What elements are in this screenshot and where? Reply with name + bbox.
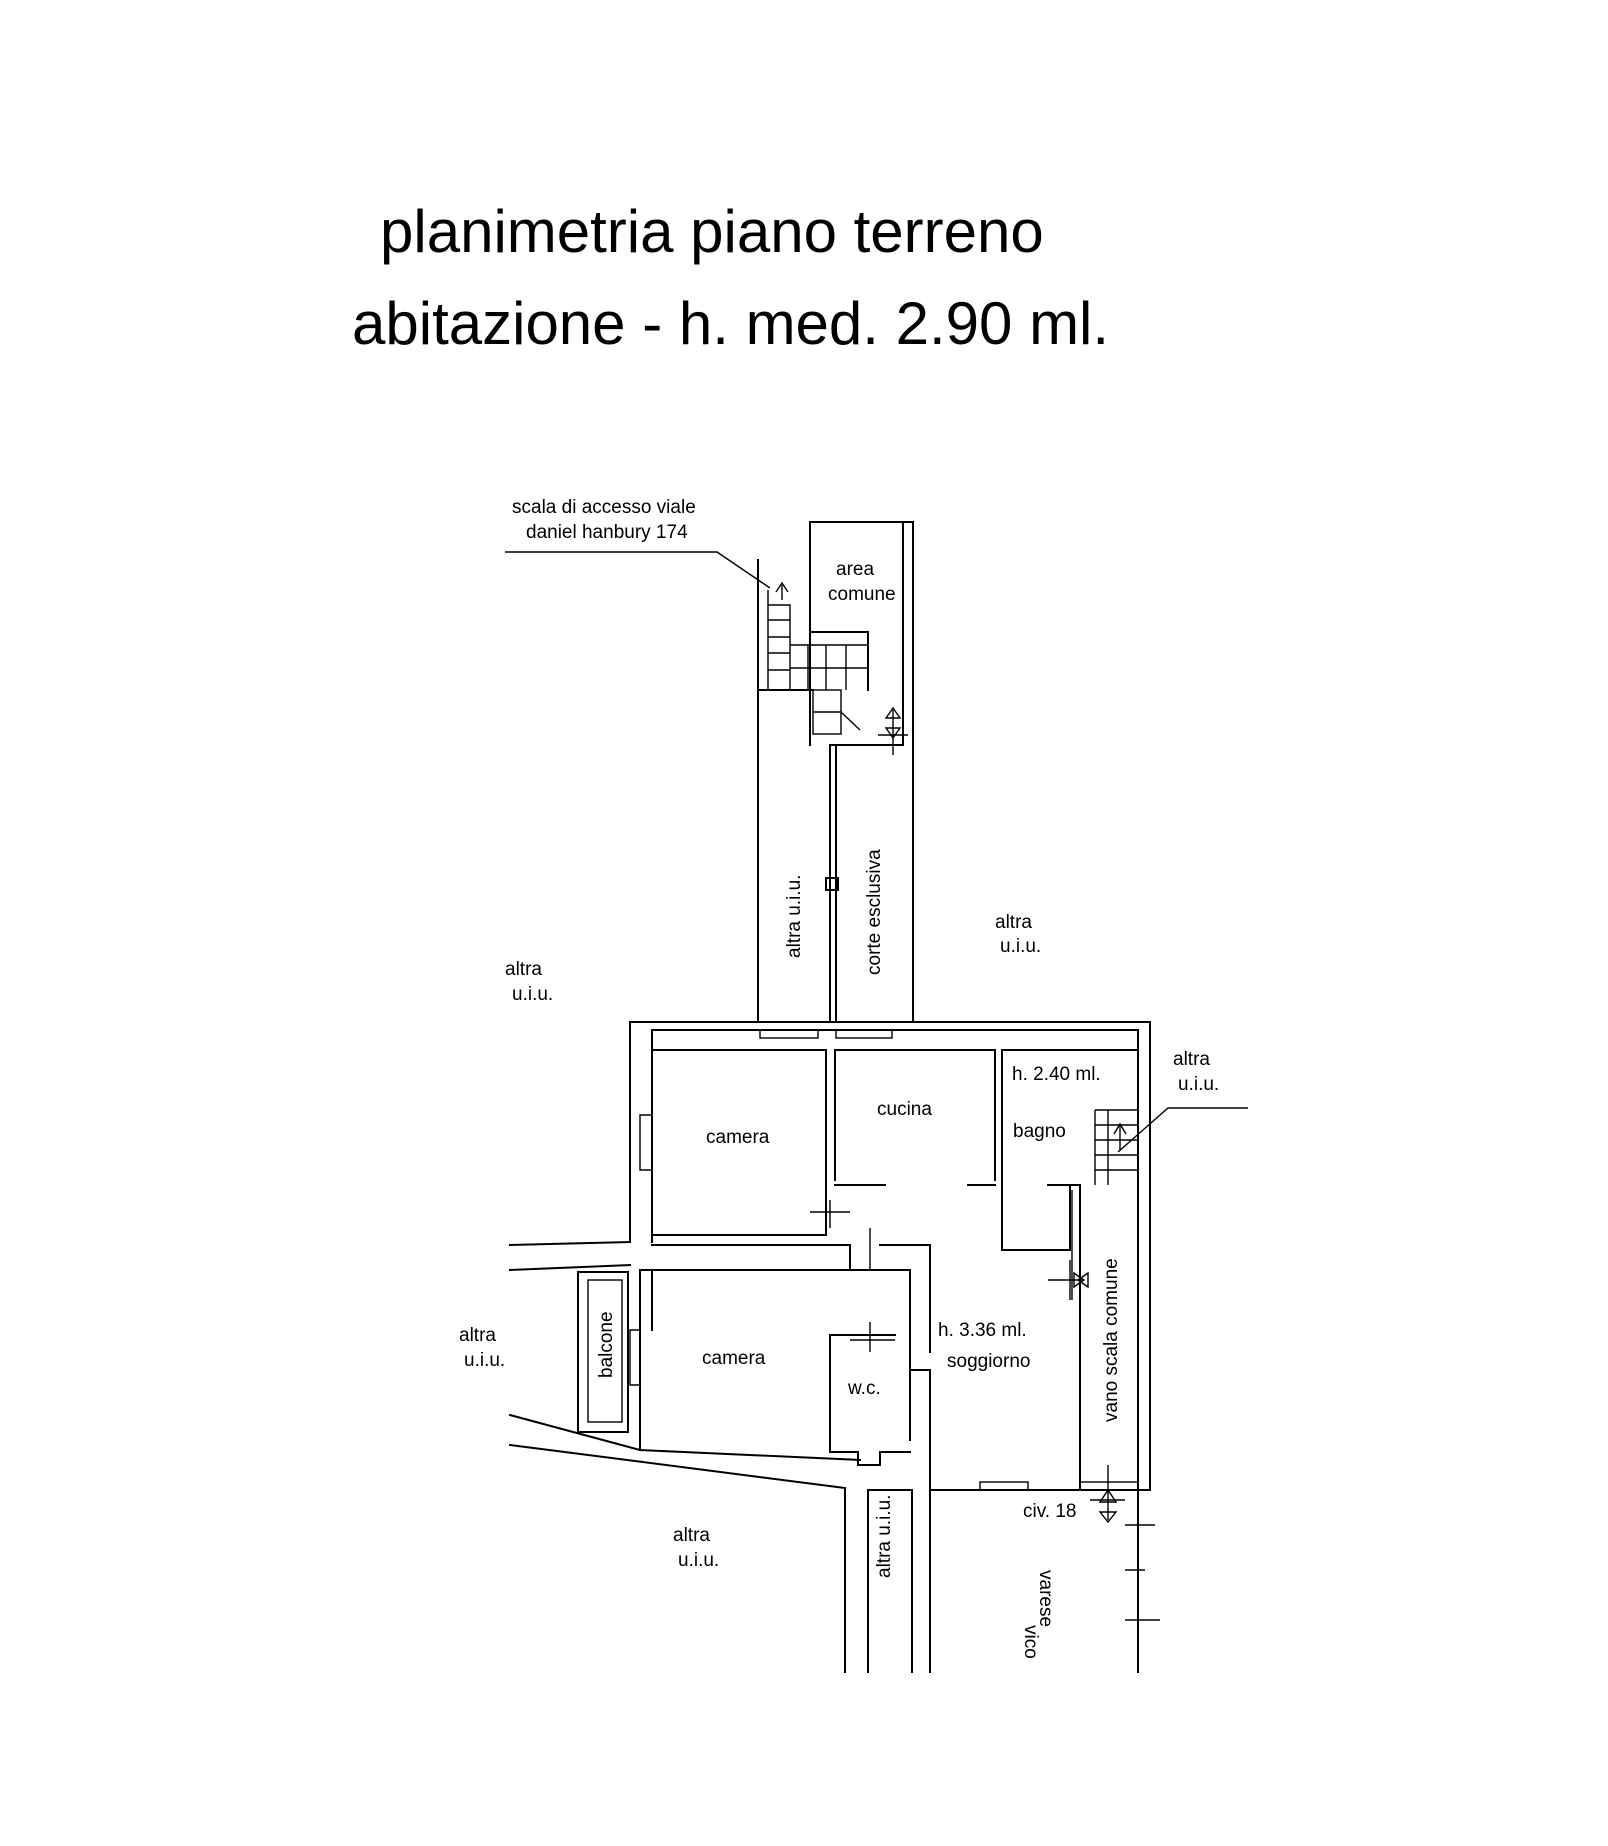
- plan-title-line1: planimetria piano terreno: [380, 198, 1044, 265]
- stair-top: [767, 581, 868, 735]
- surroundings: [508, 1240, 1160, 1673]
- label-corte-esclusiva: corte esclusiva: [864, 849, 885, 975]
- label-varese: varese: [1035, 1570, 1056, 1627]
- label-civ: civ. 18: [1023, 1501, 1077, 1522]
- label-stair-access-2: daniel hanbury 174: [526, 522, 688, 543]
- label-altra-bottom-2: u.i.u.: [678, 1550, 719, 1571]
- stair-label-leader: [505, 551, 771, 589]
- label-soggiorno: soggiorno: [947, 1351, 1030, 1372]
- label-cucina: cucina: [877, 1099, 932, 1120]
- label-area-comune-2: comune: [828, 584, 896, 605]
- label-altra-right-mid-2: u.i.u.: [1178, 1074, 1219, 1095]
- label-altra-right-top-1: altra: [995, 912, 1032, 933]
- label-stair-access-1: scala di accesso viale: [512, 497, 696, 518]
- label-altra-right-top-2: u.i.u.: [1000, 936, 1041, 957]
- entry-arrow-top-icon: [878, 706, 908, 755]
- label-wc: w.c.: [847, 1378, 881, 1399]
- right-stair-leader: [1117, 1107, 1248, 1153]
- door-arrow-vano-icon: [1048, 1260, 1089, 1300]
- label-altra-right-mid-1: altra: [1173, 1049, 1210, 1070]
- label-altra-left-top-1: altra: [505, 959, 542, 980]
- label-vico: vico: [1020, 1625, 1041, 1659]
- plan-title-line2: abitazione - h. med. 2.90 ml.: [352, 290, 1109, 357]
- label-bagno-height: h. 2.40 ml.: [1012, 1064, 1101, 1085]
- label-bagno: bagno: [1013, 1121, 1066, 1142]
- label-altra-left-mid-2: u.i.u.: [464, 1350, 505, 1371]
- label-camera-2: camera: [702, 1348, 766, 1369]
- upper-strip-walls: [757, 521, 914, 1023]
- label-camera-1: camera: [706, 1127, 770, 1148]
- label-vano-scala-comune: vano scala comune: [1101, 1258, 1122, 1422]
- label-altra-vertical: altra u.i.u.: [784, 875, 805, 958]
- label-area-comune-1: area: [836, 559, 874, 580]
- stair-right: [1094, 1109, 1138, 1185]
- label-altra-vertical-bottom: altra u.i.u.: [874, 1495, 895, 1578]
- label-balcone: balcone: [596, 1311, 617, 1378]
- label-soggiorno-height: h. 3.36 ml.: [938, 1320, 1027, 1341]
- label-altra-left-mid-1: altra: [459, 1325, 496, 1346]
- label-altra-bottom-1: altra: [673, 1525, 710, 1546]
- entry-arrow-civ18-icon: [1090, 1465, 1125, 1524]
- dwelling-walls: [629, 1021, 1248, 1524]
- label-altra-left-top-2: u.i.u.: [512, 984, 553, 1005]
